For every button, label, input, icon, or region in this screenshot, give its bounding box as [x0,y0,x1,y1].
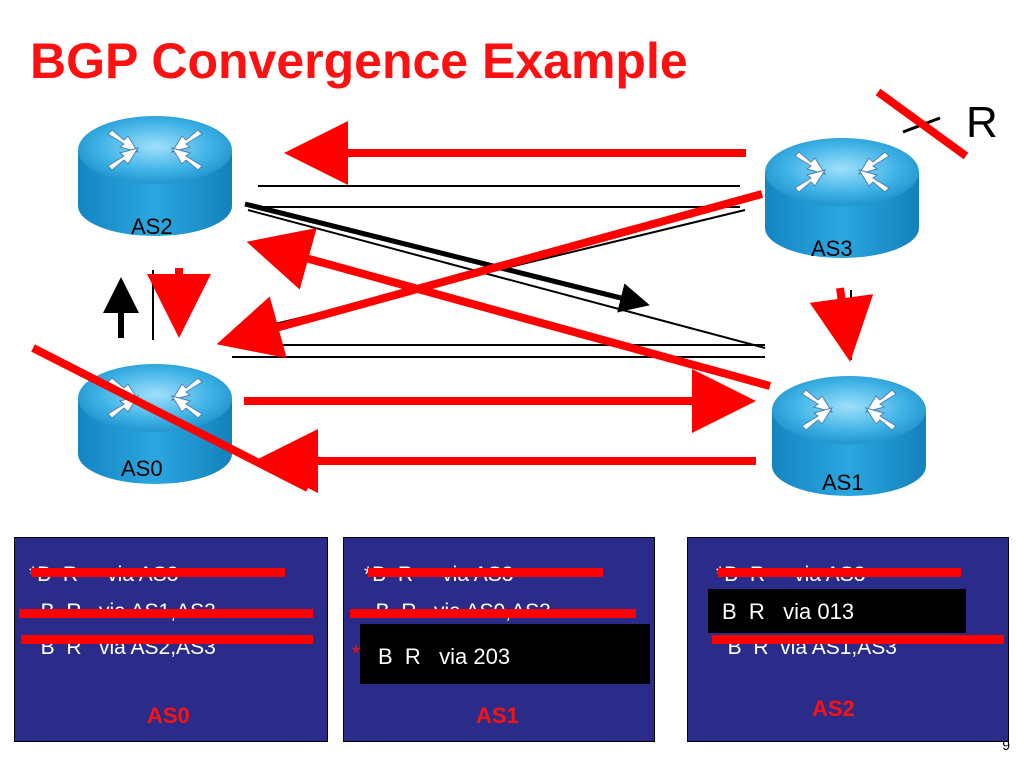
router-as3-label: AS3 [811,236,853,261]
best-route-marker: * [352,642,361,665]
new-best-route: B R via 013 [708,589,966,633]
failure-strike-as0 [31,344,310,492]
table-panel-as1: *B R via AS3 B R via AS0,AS3 * B R via 2… [343,537,655,742]
new-best-route: B R via 203 [360,624,650,684]
link-as2-as1 [247,209,766,349]
router-as0: AS0 [77,363,233,485]
strike-line [31,568,285,577]
page-number: 9 [1002,737,1010,753]
router-as1: AS1 [771,375,927,497]
table-name: AS2 [812,696,855,721]
strike-line [21,635,313,644]
router-as1-label: AS1 [822,470,864,495]
strike-line [718,568,961,577]
red-arrow-as3-to-as0 [216,190,764,359]
table-panel-as2: *B R via AS3 B R via AS1,AS3 B R via 013… [687,537,1009,742]
strike-line [368,568,603,577]
network-diagram: AS2 AS3 AS0 AS1 R [31,88,998,497]
strike-line [350,609,636,618]
red-arrow-as3-to-as1 [809,287,874,362]
destination-label: R [966,98,998,147]
router-as3: AS3 [764,137,920,261]
failure-strike-destination [875,88,969,160]
strike-line [712,635,1004,644]
slide-title: BGP Convergence Example [30,33,688,89]
strike-line [19,609,313,618]
table-name: AS1 [476,703,519,728]
update-arrows [147,121,874,493]
router-as2: AS2 [77,115,233,239]
table-name: AS0 [147,703,190,728]
router-as2-label: AS2 [131,214,173,239]
router-as0-label: AS0 [121,456,163,481]
red-arrow-as1-to-as2 [246,227,772,390]
black-arrow-as2-to-as1 [244,201,650,313]
table-panel-as0: *B R via AS3 B R via AS1,AS3 B R via AS2… [14,537,328,742]
